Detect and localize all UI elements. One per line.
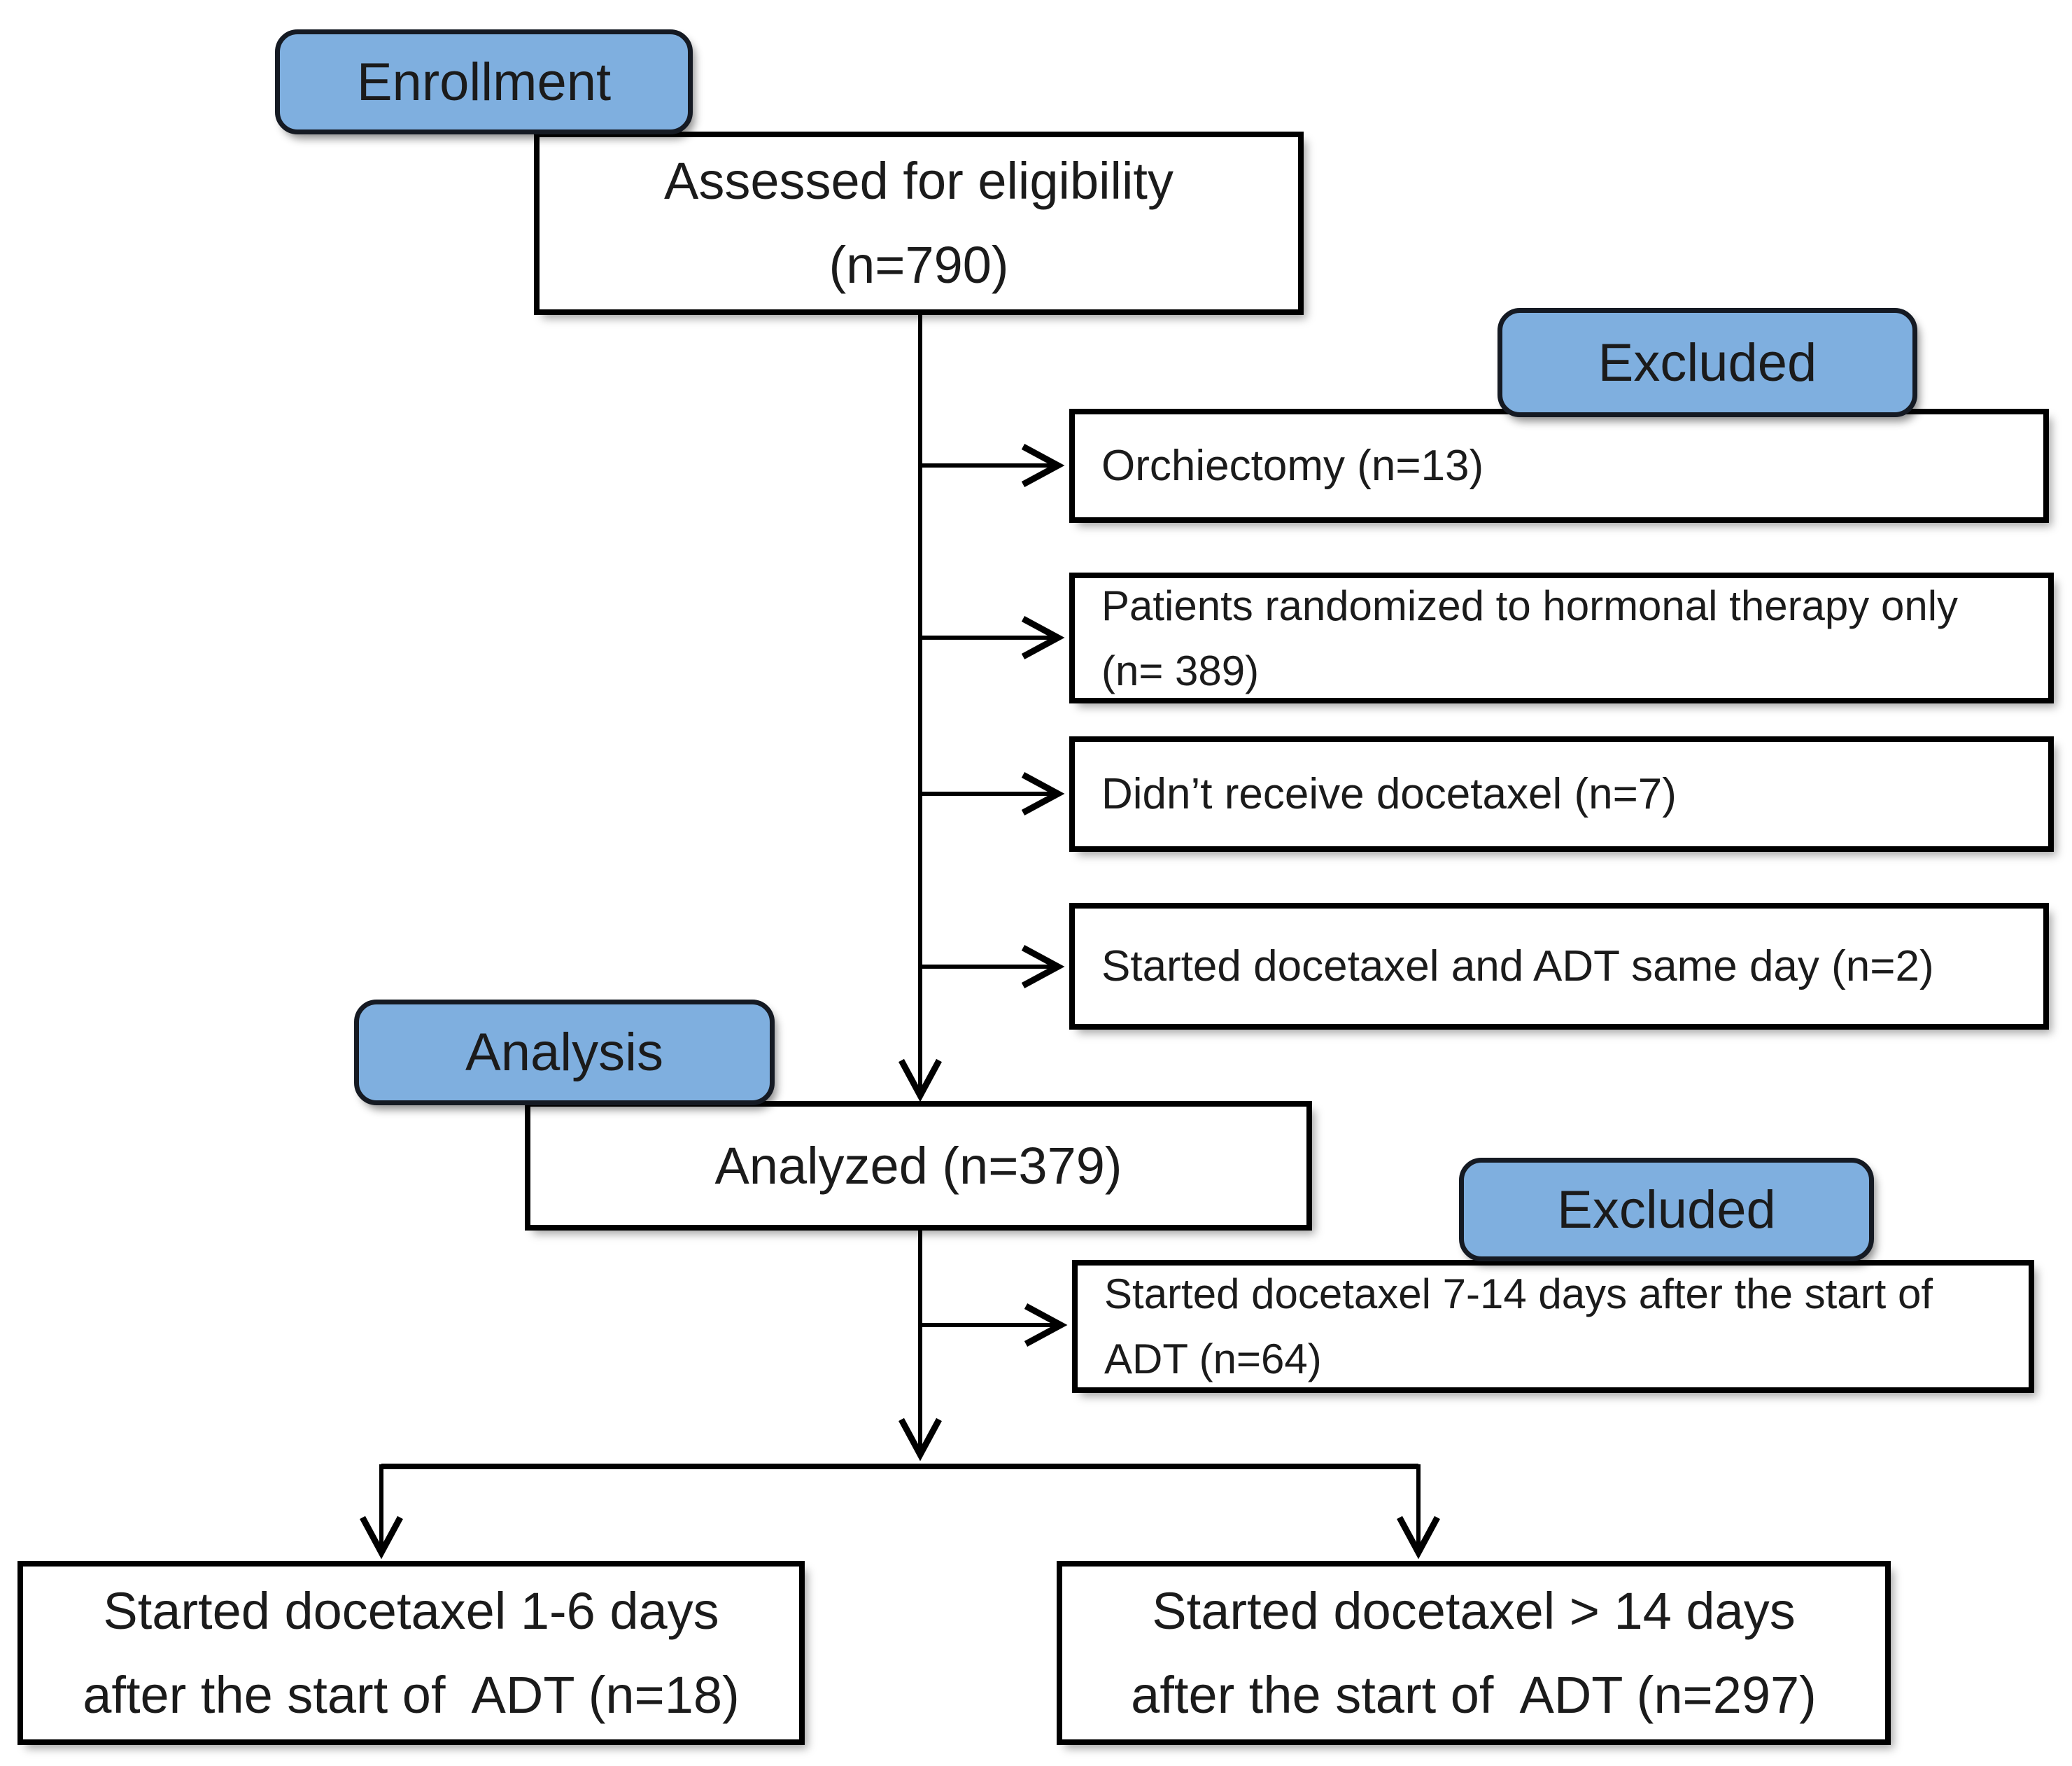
enrollment-badge-label: Enrollment (356, 52, 612, 112)
excluded-7-14-line-1: Started docetaxel 7-14 days after the st… (1104, 1270, 1933, 1317)
days-over-14-line-1: Started docetaxel > 14 days (1152, 1581, 1796, 1640)
orchiectomy-line-1: Orchiectomy (n=13) (1101, 442, 1484, 490)
assessed-line-2: (n=790) (829, 236, 1009, 294)
excluded-7-14-box: Started docetaxel 7-14 days after the st… (1072, 1260, 2034, 1393)
assessed-line-1: Assessed for eligibility (664, 152, 1174, 211)
days-over-14-box: Started docetaxel > 14 days after the st… (1057, 1561, 1891, 1745)
excluded-bottom-badge: Excluded (1459, 1158, 1874, 1261)
orchiectomy-box: Orchiectomy (n=13) (1069, 409, 2049, 523)
enrollment-badge: Enrollment (275, 29, 693, 134)
analyzed-box: Analyzed (n=379) (525, 1101, 1312, 1231)
hormonal-only-line-1: Patients randomized to hormonal therapy … (1101, 582, 1959, 629)
no-docetaxel-box: Didn’t receive docetaxel (n=7) (1069, 736, 2054, 852)
excluded-top-badge-label: Excluded (1598, 332, 1817, 393)
analysis-badge-label: Analysis (465, 1023, 663, 1082)
analysis-badge: Analysis (354, 1000, 775, 1105)
days-1-6-line-1: Started docetaxel 1-6 days (103, 1581, 719, 1640)
same-day-line-1: Started docetaxel and ADT same day (n=2) (1101, 942, 1934, 990)
days-1-6-box: Started docetaxel 1-6 days after the sta… (17, 1561, 805, 1745)
no-docetaxel-line-1: Didn’t receive docetaxel (n=7) (1101, 770, 1677, 818)
days-1-6-line-2: after the start of ADT (n=18) (83, 1665, 740, 1724)
days-over-14-line-2: after the start of ADT (n=297) (1131, 1665, 1817, 1724)
hormonal-only-box: Patients randomized to hormonal therapy … (1069, 573, 2054, 703)
excluded-7-14-line-2: ADT (n=64) (1104, 1336, 1322, 1382)
same-day-box: Started docetaxel and ADT same day (n=2) (1069, 903, 2049, 1030)
hormonal-only-line-2: (n= 389) (1101, 647, 1260, 694)
excluded-top-badge: Excluded (1497, 308, 1917, 417)
analyzed-line-1: Analyzed (n=379) (714, 1136, 1122, 1195)
excluded-bottom-badge-label: Excluded (1557, 1179, 1776, 1240)
assessed-box: Assessed for eligibility (n=790) (534, 132, 1304, 315)
